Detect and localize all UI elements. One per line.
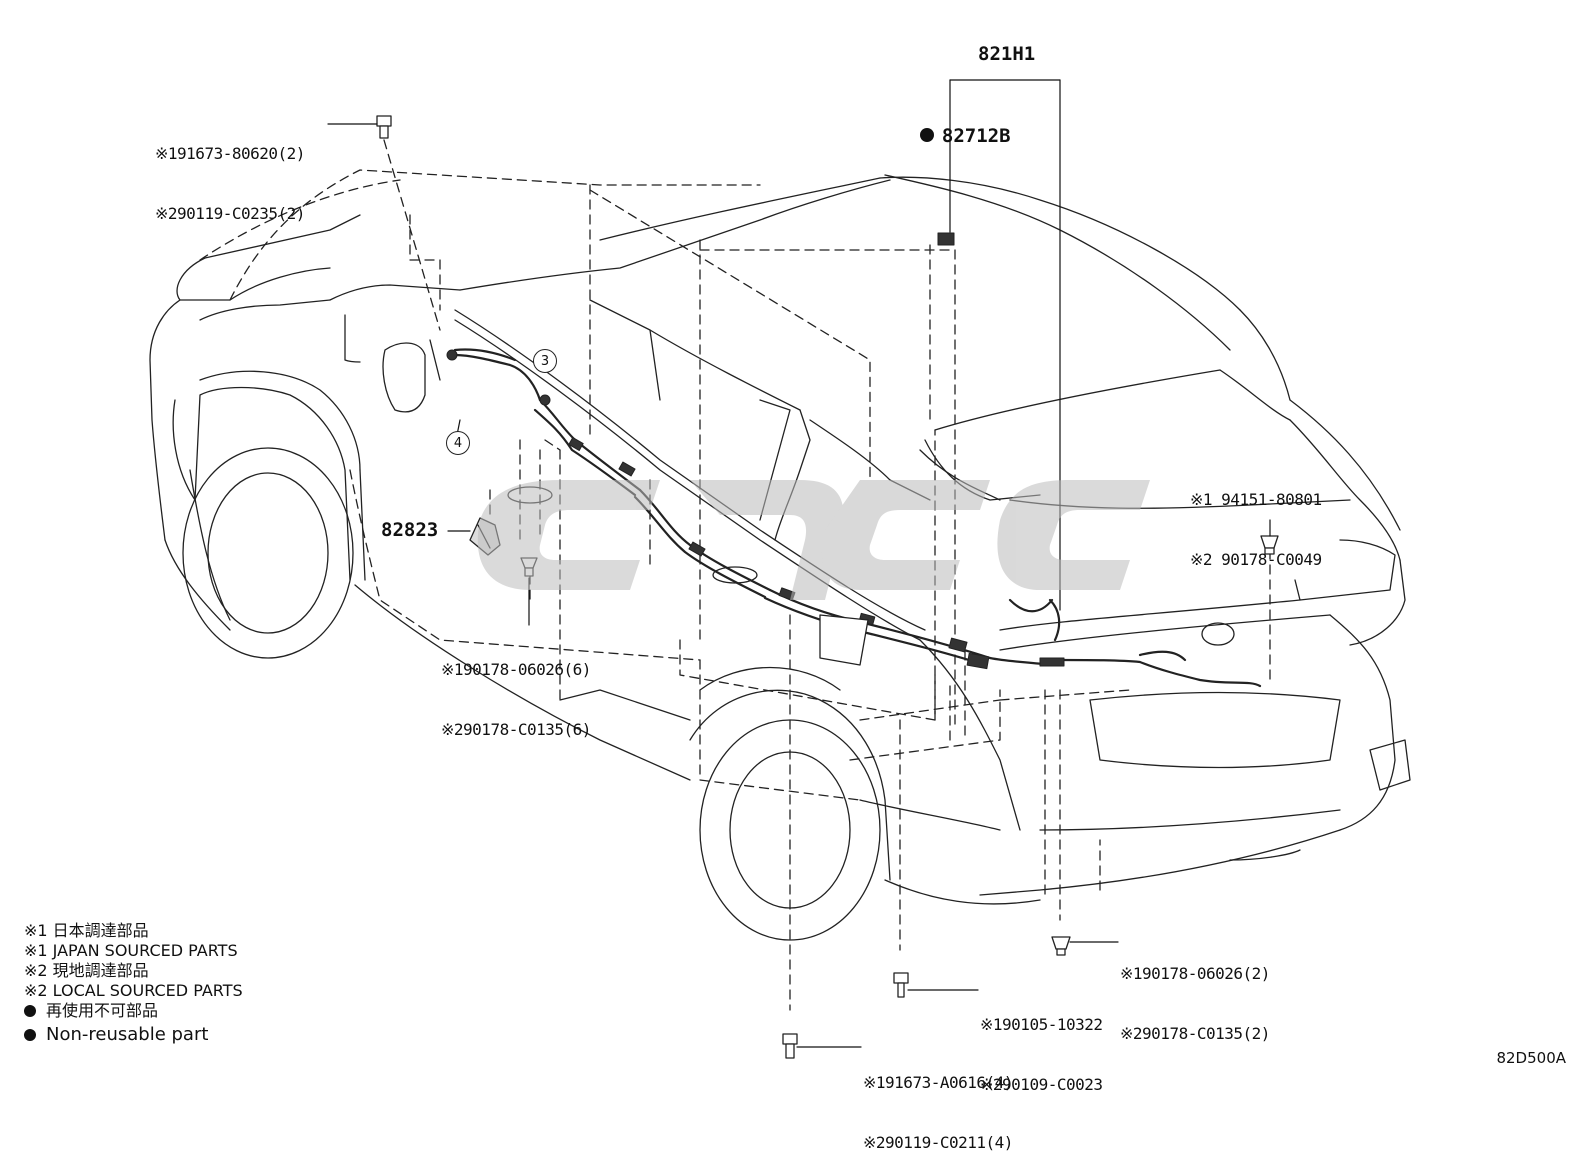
legend-line-4: ※2 LOCAL SOURCED PARTS	[24, 981, 243, 1000]
callout-clip-rear-right: ※1 94151-80801 ※2 90178-C0049	[1190, 490, 1322, 569]
callout-clip-rear-bottom: ※190178-06026(2) ※290178-C0135(2)	[1120, 964, 1270, 1043]
bullet-dot-icon	[24, 1005, 36, 1017]
callout-bolt-center-bottom: ※190105-10322 ※290109-C0023	[980, 1015, 1103, 1094]
drawing-code: 82D500A	[1496, 1049, 1566, 1067]
non-reusable-dot-icon	[919, 128, 934, 142]
callout-bolt-front-top: ※191673-80620(2) ※290119-C0235(2)	[155, 144, 305, 223]
watermark	[477, 480, 1150, 600]
bullet-dot-icon	[24, 1029, 36, 1041]
legend-line-5: 再使用不可部品	[24, 1001, 243, 1021]
car-body-outline	[149, 174, 1411, 941]
legend-line-3: ※2 現地調達部品	[24, 961, 149, 980]
harness-clips	[446, 232, 1065, 670]
callout-harness-821H1: 821H1	[978, 43, 1036, 65]
vehicle-wiring-diagram	[149, 79, 1411, 1059]
callout-bracket-82823: 82823	[381, 519, 439, 541]
legend: ※1 日本調達部品 ※1 JAPAN SOURCED PARTS ※2 現地調達…	[24, 921, 243, 1049]
legend-line-2: ※1 JAPAN SOURCED PARTS	[24, 941, 238, 960]
leader-lines	[327, 79, 1271, 1048]
ref-circle-4: 4	[446, 431, 470, 455]
ref-circle-3: 3	[533, 349, 557, 373]
callout-clamp-82712B: 82712B	[897, 106, 1011, 146]
callout-clip-left: ※190178-06026(6) ※290178-C0135(6)	[441, 660, 591, 739]
legend-line-1: ※1 日本調達部品	[24, 921, 149, 940]
legend-line-6: Non-reusable part	[24, 1025, 243, 1049]
callout-bolt-bottom: ※191673-A0616(4) ※290119-C0211(4)	[863, 1073, 1013, 1152]
